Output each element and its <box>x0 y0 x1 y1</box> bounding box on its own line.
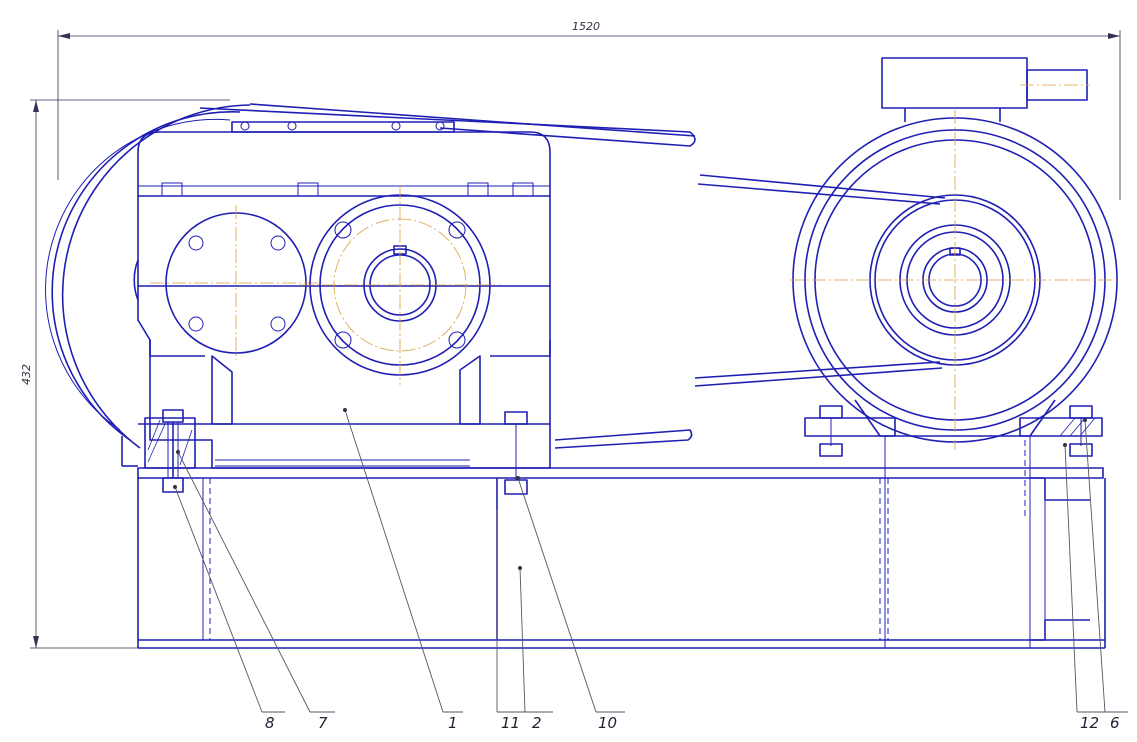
part-number-2: 2 <box>532 714 542 732</box>
dimension-overall-height: 432 <box>20 99 230 649</box>
gearbox-foot-bolt-right <box>504 411 528 495</box>
gearbox-housing <box>137 121 551 469</box>
part-number-1: 1 <box>448 714 458 732</box>
leader-part-11: 11 <box>496 510 525 732</box>
leader-part-1: 1 <box>343 408 463 732</box>
part-number-7: 7 <box>318 714 328 732</box>
drive-belts <box>199 103 946 449</box>
leader-part-6: 6 <box>1083 418 1128 732</box>
base-frame <box>137 436 1106 649</box>
driven-pulley <box>45 104 251 467</box>
motor-bolt-left <box>819 405 843 457</box>
dimension-length-label: 1520 <box>572 20 600 33</box>
motor-bolt-right <box>1069 405 1093 457</box>
part-number-10: 10 <box>598 714 617 732</box>
leader-part-10: 10 <box>516 476 625 732</box>
electric-motor <box>790 57 1120 450</box>
leader-part-2: 2 <box>518 566 553 732</box>
dimension-overall-length: 1520 <box>57 20 1121 200</box>
leader-part-7: 7 <box>176 450 335 732</box>
leader-part-8: 8 <box>173 485 285 732</box>
part-number-8: 8 <box>265 714 275 732</box>
dimension-height-label: 432 <box>20 364 33 385</box>
part-number-6: 6 <box>1110 714 1120 732</box>
part-number-12: 12 <box>1080 714 1099 732</box>
part-number-11: 11 <box>501 714 520 732</box>
gearbox-foot-bolt-left <box>144 409 196 493</box>
leader-part-12: 12 <box>1063 443 1105 732</box>
